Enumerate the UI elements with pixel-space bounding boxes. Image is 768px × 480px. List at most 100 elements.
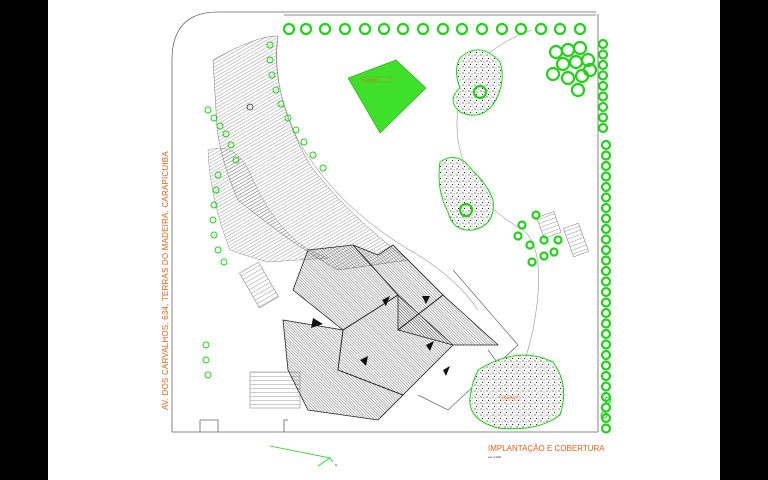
hedge-icon bbox=[210, 201, 218, 209]
tree-icon bbox=[573, 22, 587, 36]
tree-icon bbox=[338, 22, 352, 36]
tree-icon bbox=[600, 255, 612, 266]
hedge-icon bbox=[214, 246, 222, 254]
tree-icon bbox=[539, 235, 549, 245]
street-address: AV. DOS CARVALHOS, 634, TERRAS DO MADEIR… bbox=[161, 151, 170, 410]
tree-icon bbox=[600, 171, 612, 182]
tree-icon bbox=[396, 22, 410, 36]
post-icon bbox=[246, 103, 254, 111]
hedge-icon bbox=[604, 396, 612, 404]
tree-icon bbox=[600, 202, 612, 214]
tree-icon bbox=[318, 22, 332, 36]
tree-icon bbox=[458, 202, 474, 218]
hedge-icon bbox=[319, 164, 327, 172]
hedge-icon bbox=[222, 130, 230, 138]
gravel-bed-3 bbox=[469, 354, 565, 430]
tree-icon bbox=[553, 235, 563, 245]
tree-icon bbox=[548, 44, 564, 60]
tree-icon bbox=[600, 265, 612, 277]
tree-icon bbox=[527, 257, 537, 267]
tree-icon bbox=[574, 68, 590, 84]
hedge-icon bbox=[210, 114, 218, 122]
tree-icon bbox=[600, 213, 612, 224]
tree-icon bbox=[534, 22, 548, 36]
gravel-label: PEDRISCO bbox=[502, 396, 518, 400]
hedge-icon bbox=[277, 100, 285, 108]
hedge-icon bbox=[220, 258, 228, 266]
tree-icon bbox=[597, 91, 609, 102]
tree-icon bbox=[517, 220, 527, 230]
building-roof bbox=[282, 244, 500, 421]
hedge-icon bbox=[202, 356, 210, 364]
hedge-icon bbox=[272, 86, 280, 94]
tree-icon bbox=[600, 318, 612, 329]
tree-icon bbox=[600, 244, 612, 256]
tree-icon bbox=[600, 307, 612, 319]
tree-icon bbox=[553, 22, 567, 36]
hedge-icon bbox=[266, 56, 274, 64]
tree-icon bbox=[436, 22, 450, 36]
hedge-icon bbox=[600, 411, 608, 419]
tree-icon bbox=[531, 210, 541, 220]
trees bbox=[282, 22, 612, 434]
tree-icon bbox=[582, 62, 598, 78]
gravel-bed-1 bbox=[452, 49, 503, 116]
tree-icon bbox=[600, 349, 612, 361]
hedge-icon bbox=[292, 126, 300, 134]
tree-icon bbox=[600, 223, 612, 235]
north-label: N bbox=[335, 463, 337, 467]
tree-icon bbox=[600, 192, 612, 203]
hedge-icon bbox=[212, 186, 220, 194]
hedges bbox=[202, 41, 612, 419]
hedge-icon bbox=[202, 341, 210, 349]
tree-icon bbox=[472, 84, 488, 100]
tree-icon bbox=[600, 286, 612, 298]
tree-icon bbox=[597, 59, 609, 71]
tree-icon bbox=[600, 139, 612, 151]
tree-icon bbox=[572, 40, 588, 56]
tree-icon bbox=[539, 251, 549, 261]
hedge-icon bbox=[209, 216, 217, 224]
hedge-icon bbox=[204, 371, 212, 379]
lot-boundary bbox=[171, 11, 599, 433]
hedge-icon bbox=[214, 171, 222, 179]
tree-icon bbox=[495, 22, 509, 36]
tree-icon bbox=[545, 66, 561, 82]
hedge-icon bbox=[210, 231, 218, 239]
tree-icon bbox=[597, 101, 609, 113]
drawing-scale: esc 1:200 bbox=[488, 455, 502, 459]
tree-icon bbox=[600, 391, 612, 403]
tree-icon bbox=[416, 22, 430, 36]
lawn-area bbox=[347, 59, 427, 134]
hedge-icon bbox=[216, 122, 224, 130]
tree-icon bbox=[597, 80, 609, 92]
tree-icon bbox=[560, 42, 576, 58]
tree-icon bbox=[282, 22, 296, 36]
tree-icon bbox=[600, 360, 612, 371]
drawing-title: IMPLANTAÇÃO E COBERTURA bbox=[488, 444, 605, 453]
gravel-bed-2 bbox=[438, 157, 494, 231]
tree-icon bbox=[455, 22, 469, 36]
tree-icon bbox=[600, 402, 612, 413]
tree-icon bbox=[514, 22, 528, 36]
tree-icon bbox=[475, 22, 489, 36]
tree-icon bbox=[600, 160, 612, 172]
tree-icon bbox=[600, 423, 612, 434]
tree-icon bbox=[600, 150, 612, 161]
hedge-icon bbox=[227, 141, 235, 149]
hedge-icon bbox=[309, 151, 317, 159]
tree-icon bbox=[600, 370, 612, 382]
tree-icon bbox=[513, 231, 523, 241]
tree-icon bbox=[299, 22, 313, 36]
tree-icon bbox=[597, 49, 609, 60]
tree-icon bbox=[549, 247, 559, 257]
drawing-sheet: GRAMADO PEDRISCO N bbox=[48, 0, 720, 480]
tree-icon bbox=[597, 122, 609, 134]
lawn-label: GRAMADO bbox=[363, 78, 379, 82]
tree-icon bbox=[377, 22, 391, 36]
north-arrow-icon bbox=[269, 445, 334, 467]
hedge-icon bbox=[232, 156, 240, 164]
tree-icon bbox=[597, 112, 609, 123]
tree-icon bbox=[597, 70, 609, 81]
tree-icon bbox=[555, 56, 571, 72]
